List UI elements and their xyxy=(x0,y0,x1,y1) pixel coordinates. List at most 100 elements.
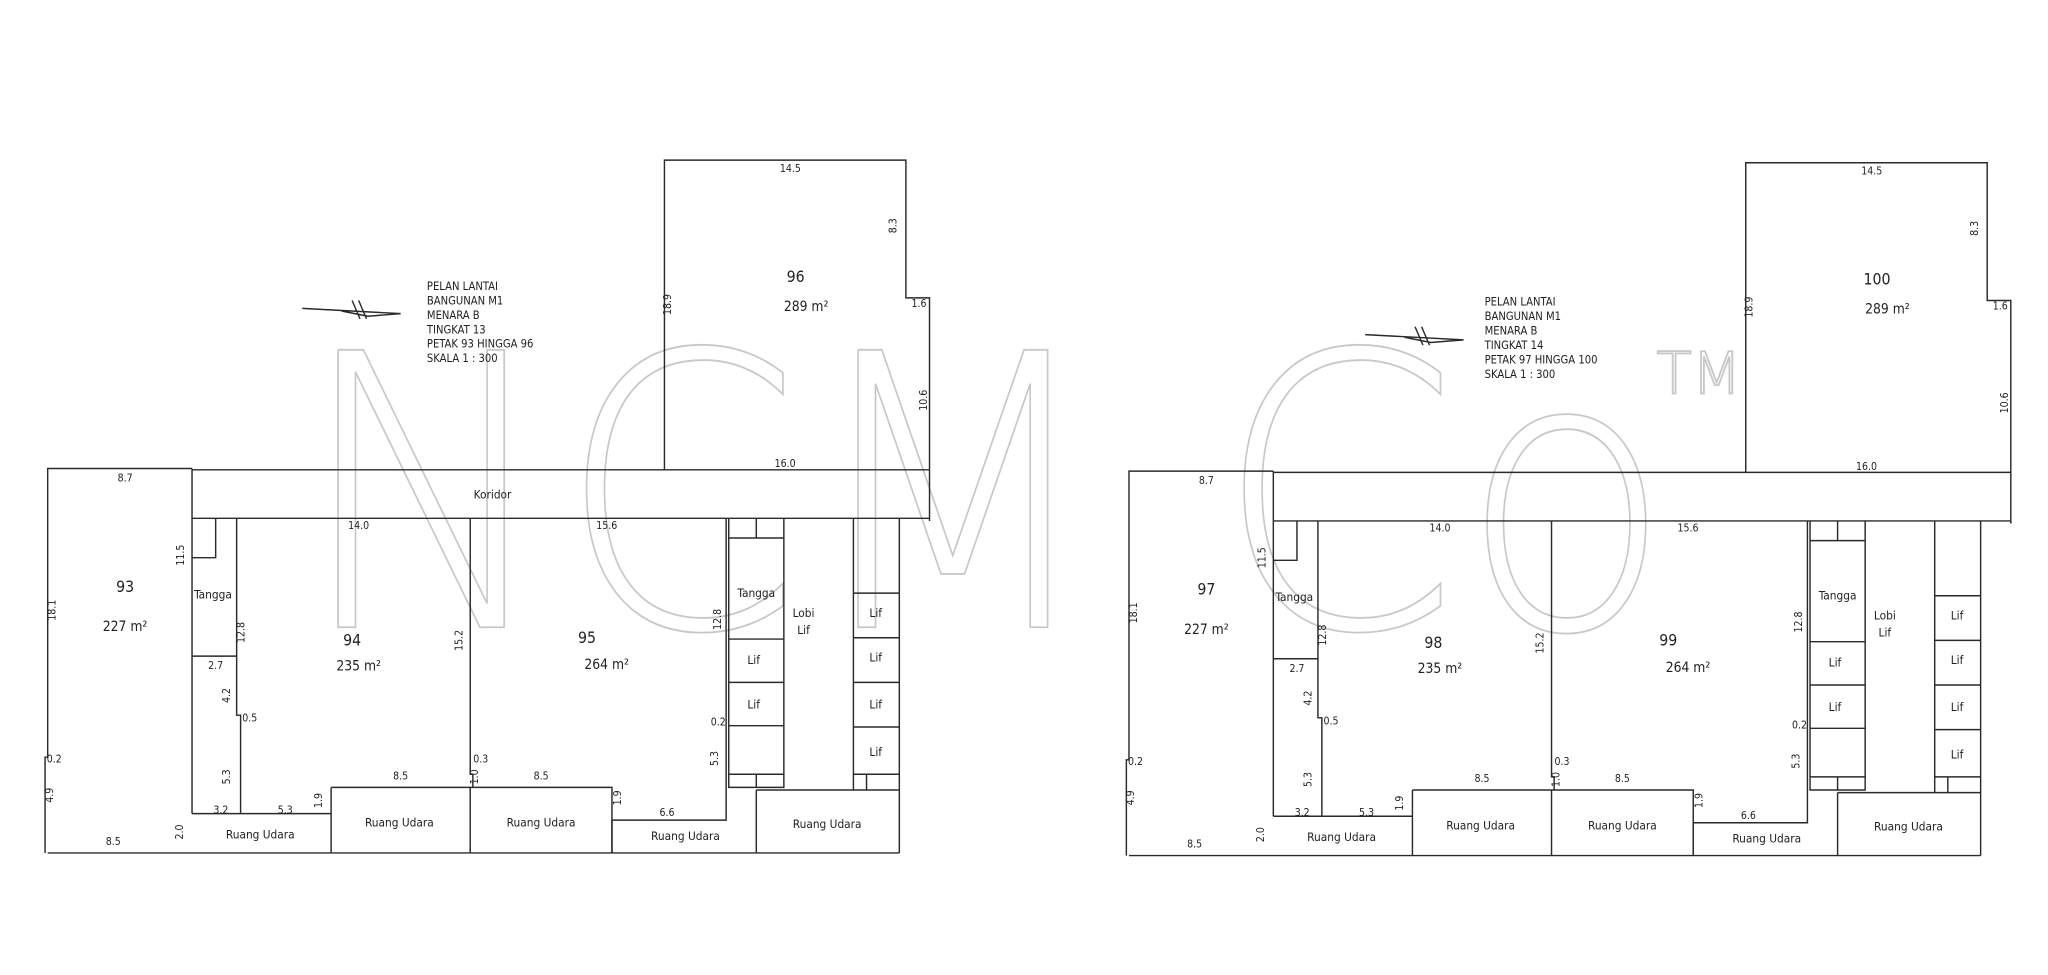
walls xyxy=(1125,161,2012,857)
dimension-label: 10.6 xyxy=(1999,392,2011,413)
dimension-label: 16.0 xyxy=(775,458,796,470)
dimension-label: 5.3 xyxy=(1791,754,1803,769)
dimension-label: 2.7 xyxy=(208,660,223,672)
room-label-lif: Lif xyxy=(869,650,882,664)
plan-title-line: BANGUNAN M1 xyxy=(427,294,503,307)
room-label-lobi-lif: Lobi xyxy=(1874,608,1896,622)
dimension-label: 0.2 xyxy=(1128,756,1143,768)
dimension-label: 0.5 xyxy=(1324,715,1339,727)
dimension-label: 3.2 xyxy=(213,805,228,817)
dimension-label: 8.5 xyxy=(106,836,121,848)
wall-line xyxy=(1745,161,2012,524)
unit-area: 289 m² xyxy=(1865,302,1910,318)
dimension-label: 10.6 xyxy=(918,390,930,411)
room-label-tangga: Tangga xyxy=(736,586,775,600)
unit-number: 94 xyxy=(343,631,361,650)
dimension-label: 1.9 xyxy=(612,790,624,805)
unit-area: 227 m² xyxy=(103,619,148,635)
dimension-label: 8.5 xyxy=(1187,839,1202,851)
room-label-lobi-lif: Lobi xyxy=(793,606,815,620)
dimension-label: 1.6 xyxy=(1993,301,2008,313)
plan-title-line: BANGUNAN M1 xyxy=(1485,310,1561,323)
plan-title-line: TINGKAT 13 xyxy=(426,323,486,336)
unit-number: 95 xyxy=(578,628,596,647)
wall-line xyxy=(1125,470,1274,856)
dimension-label: 6.6 xyxy=(1741,810,1756,822)
dimension-label: 14.0 xyxy=(1429,522,1450,534)
room-label-lif: Lif xyxy=(1829,656,1842,670)
dimension-label: 5.3 xyxy=(221,769,233,784)
dimension-label: 6.6 xyxy=(660,807,675,819)
watermark-tm: TM xyxy=(1657,340,1742,408)
plan-title-line: MENARA B xyxy=(427,309,480,322)
dimension-label: 4.2 xyxy=(221,688,233,703)
dimension-label: 5.3 xyxy=(1302,772,1314,787)
dimension-label: 8.5 xyxy=(534,770,549,782)
dimension-label: 4.9 xyxy=(44,788,56,803)
dimension-label: 0.3 xyxy=(1555,756,1570,768)
dimension-label: 8.3 xyxy=(888,218,900,233)
plan-title-line: PELAN LANTAI xyxy=(427,280,498,293)
unit-area: 227 m² xyxy=(1184,622,1229,638)
room-label-tangga: Tangga xyxy=(1818,589,1857,603)
wall-line xyxy=(192,518,217,559)
room-label-ruang-udara: Ruang Udara xyxy=(1874,820,1943,834)
dimension-label: 12.8 xyxy=(1793,612,1805,633)
room-label-lif: Lif xyxy=(1951,747,1964,761)
plan-title-line: PELAN LANTAI xyxy=(1485,296,1556,309)
room-label-ruang-udara: Ruang Udara xyxy=(651,829,720,843)
dimension-label: 2.7 xyxy=(1289,663,1304,675)
unit-number: 97 xyxy=(1197,579,1215,598)
wall-line xyxy=(235,518,242,814)
unit-area: 235 m² xyxy=(336,659,381,675)
room-label-lobi-lif: Lif xyxy=(797,623,810,637)
room-label-lif: Lif xyxy=(869,745,882,759)
dimension-label: 1.6 xyxy=(912,298,927,310)
dimension-label: 18.1 xyxy=(1128,602,1140,623)
wall-line xyxy=(611,518,727,821)
room-label-koridor: Koridor xyxy=(474,488,512,502)
dimension-label: 8.5 xyxy=(1474,773,1489,785)
room-label-ruang-udara: Ruang Udara xyxy=(1307,830,1376,844)
dimension-label: 18.9 xyxy=(1743,297,1755,318)
walls xyxy=(44,159,931,854)
dimension-label: 14.5 xyxy=(1861,166,1882,178)
dimension-label: 11.5 xyxy=(1256,547,1268,568)
dimension-label: 5.3 xyxy=(1359,807,1374,819)
wall-line xyxy=(1693,520,1809,824)
dimension-label: 2.0 xyxy=(174,824,186,839)
dimension-label: 1.0 xyxy=(469,769,481,784)
unit-area: 264 m² xyxy=(584,657,629,673)
dimension-label: 1.9 xyxy=(1693,793,1705,808)
unit-number: 96 xyxy=(787,267,805,286)
dimension-label: 15.2 xyxy=(1535,633,1547,654)
dimension-label: 12.8 xyxy=(712,609,724,630)
wall-line xyxy=(663,159,931,521)
dimension-label: 0.2 xyxy=(1792,719,1807,731)
dimension-label: 8.5 xyxy=(1615,773,1630,785)
room-label-ruang-udara: Ruang Udara xyxy=(226,828,295,842)
dimension-label: 14.0 xyxy=(348,520,369,532)
dimension-label: 0.5 xyxy=(242,713,257,725)
dimension-label: 1.9 xyxy=(313,793,325,808)
room-label-ruang-udara: Ruang Udara xyxy=(507,816,576,830)
dimension-label: 5.3 xyxy=(709,751,721,766)
wall-line xyxy=(1550,520,1555,790)
room-label-lif: Lif xyxy=(747,698,760,712)
wall-line xyxy=(469,518,474,788)
room-label-lif: Lif xyxy=(1829,700,1842,714)
unit-number: 98 xyxy=(1424,633,1442,652)
room-label-lif: Lif xyxy=(869,606,882,620)
north-arrow-icon xyxy=(1365,326,1464,346)
unit-area: 235 m² xyxy=(1418,661,1463,677)
dimension-label: 12.8 xyxy=(1317,625,1329,646)
unit-number: 100 xyxy=(1863,270,1890,289)
wall-line xyxy=(1317,520,1323,817)
dimension-label: 1.9 xyxy=(1394,796,1406,811)
dimension-label: 8.7 xyxy=(118,473,133,485)
watermark: NCM Co TM xyxy=(295,273,1743,718)
dimension-label: 0.2 xyxy=(711,717,726,729)
plan-title-line: MENARA B xyxy=(1485,325,1538,338)
